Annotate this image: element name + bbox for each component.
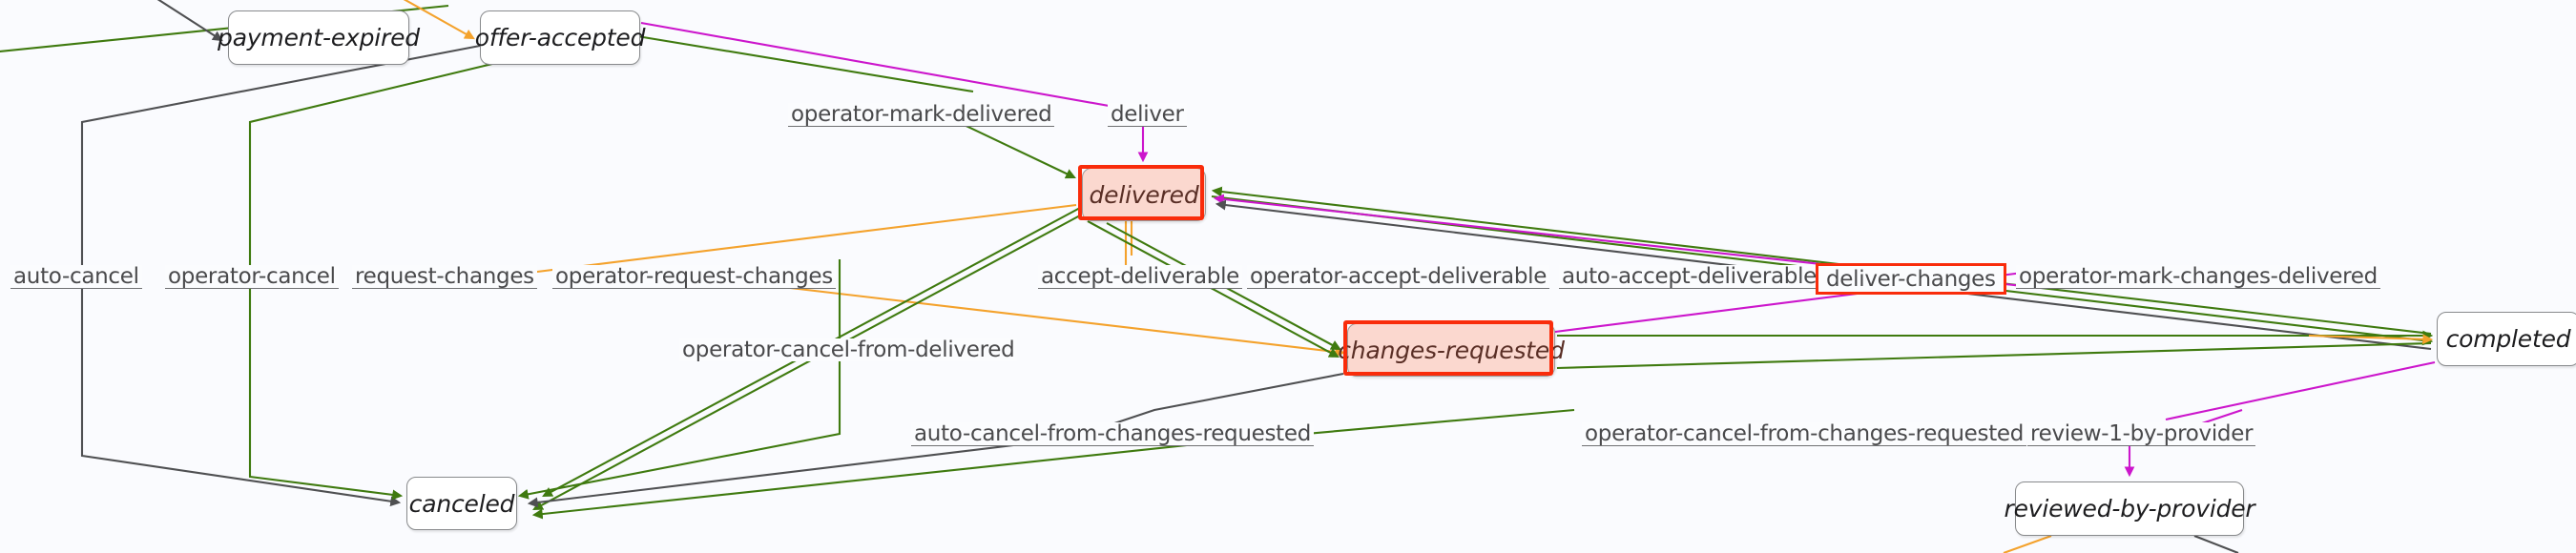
- state-node-delivered[interactable]: delivered: [1082, 168, 1206, 221]
- transition-label-accept-deliverable[interactable]: accept-deliverable: [1038, 265, 1243, 290]
- transition-edge: [517, 259, 841, 500]
- transition-edge: [532, 215, 1081, 511]
- transition-edge: [2165, 360, 2436, 421]
- state-node-label: payment-expired: [218, 24, 420, 51]
- transition-label-auto-cancel[interactable]: auto-cancel: [10, 265, 142, 290]
- state-node-canceled[interactable]: canceled: [406, 477, 517, 530]
- state-node-reviewed-by-provider[interactable]: reviewed-by-provider: [2005, 481, 2255, 536]
- transition-label-request-changes[interactable]: request-changes: [352, 265, 537, 290]
- transition-label-operator-mark-changes-delivered[interactable]: operator-mark-changes-delivered: [2016, 265, 2380, 290]
- state-node-offer-accepted[interactable]: offer-accepted: [475, 10, 645, 65]
- transition-edge: [248, 61, 497, 501]
- transition-edge: [2308, 334, 2434, 345]
- state-node-label: offer-accepted: [474, 24, 646, 51]
- state-node-label: changes-requested: [1338, 336, 1565, 364]
- state-node-label: reviewed-by-provider: [2004, 495, 2255, 522]
- transition-label-auto-cancel-from-changes-requested[interactable]: auto-cancel-from-changes-requested: [911, 422, 1315, 447]
- transition-edge: [953, 119, 1076, 179]
- transition-label-auto-accept-deliverable[interactable]: auto-accept-deliverable: [1559, 265, 1820, 290]
- state-node-label: canceled: [408, 489, 515, 518]
- transition-edge: [636, 34, 974, 93]
- transition-edge: [1211, 186, 2432, 336]
- transition-label-deliver-changes[interactable]: deliver-changes: [1816, 263, 2006, 296]
- transition-edge: [724, 278, 1346, 358]
- state-node-changes-requested[interactable]: changes-requested: [1338, 323, 1565, 377]
- transition-label-operator-mark-delivered[interactable]: operator-mark-delivered: [788, 103, 1055, 128]
- transition-edge: [403, 0, 475, 40]
- state-node-payment-expired[interactable]: payment-expired: [218, 10, 420, 65]
- state-node-label: completed: [2445, 325, 2571, 353]
- transition-label-deliver[interactable]: deliver: [1108, 103, 1187, 128]
- transition-edge: [156, 0, 223, 42]
- transition-label-operator-accept-deliverable[interactable]: operator-accept-deliverable: [1247, 265, 1550, 290]
- transition-edge: [2193, 535, 2239, 553]
- transition-edge: [2003, 535, 2052, 553]
- transition-label-operator-cancel-from-delivered[interactable]: operator-cancel-from-delivered: [679, 338, 1018, 361]
- transition-edge: [529, 203, 1077, 275]
- transition-edge: [1556, 341, 2432, 370]
- state-node-label: delivered: [1089, 180, 1199, 209]
- transition-label-operator-cancel[interactable]: operator-cancel: [165, 265, 339, 290]
- transition-edge: [640, 21, 1142, 113]
- transition-label-operator-request-changes[interactable]: operator-request-changes: [552, 265, 836, 290]
- transition-label-review-1-by-provider[interactable]: review-1-by-provider: [2027, 422, 2256, 447]
- state-node-completed[interactable]: completed: [2437, 312, 2576, 366]
- transition-label-operator-cancel-from-changes-requested[interactable]: operator-cancel-from-changes-requested: [1582, 422, 2027, 447]
